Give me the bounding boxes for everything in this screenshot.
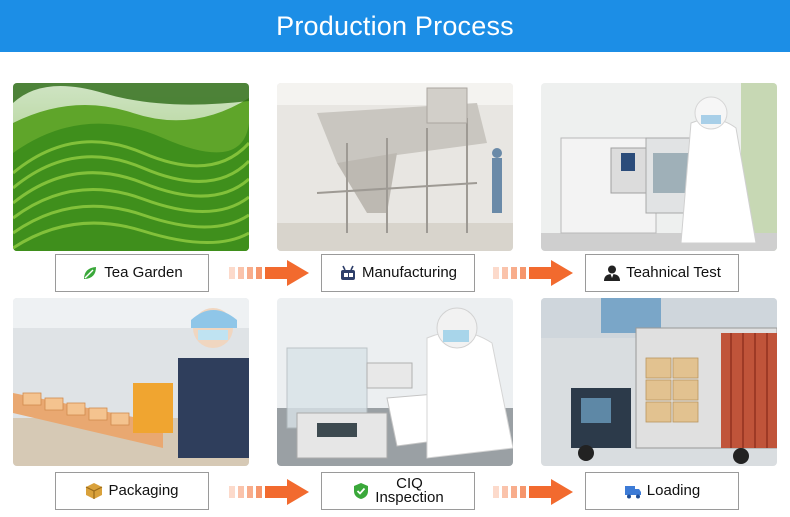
machine-icon (339, 264, 357, 282)
ciq-label-line1: CIQ (396, 475, 423, 492)
leaf-icon (81, 264, 99, 282)
step-label-manufacturing: Manufacturing (321, 254, 475, 292)
tea-garden-photo (13, 83, 249, 251)
step-label-ciq-inspection: CIQ Inspection (321, 472, 475, 510)
box-icon (85, 482, 103, 500)
flow-arrow-2 (493, 259, 575, 287)
page-title: Production Process (276, 10, 514, 41)
technician-icon (603, 264, 621, 282)
ciq-label-line2: Inspection (375, 489, 444, 506)
flow-arrow-3 (229, 478, 311, 506)
flow-arrow-1 (229, 259, 311, 287)
loading-photo (541, 298, 777, 466)
step-label-technical-test: Teahnical Test (585, 254, 739, 292)
step-label-loading: Loading (585, 472, 739, 510)
flow-arrow-4 (493, 478, 575, 506)
truck-icon (624, 482, 642, 500)
page-header: Production Process (0, 0, 790, 52)
manufacturing-photo (277, 83, 513, 251)
ciq-inspection-photo (277, 298, 513, 466)
step-label-packaging: Packaging (55, 472, 209, 510)
technical-test-photo (541, 83, 777, 251)
packaging-photo (13, 298, 249, 466)
step-label-tea-garden: Tea Garden (55, 254, 209, 292)
shield-check-icon (352, 482, 370, 500)
